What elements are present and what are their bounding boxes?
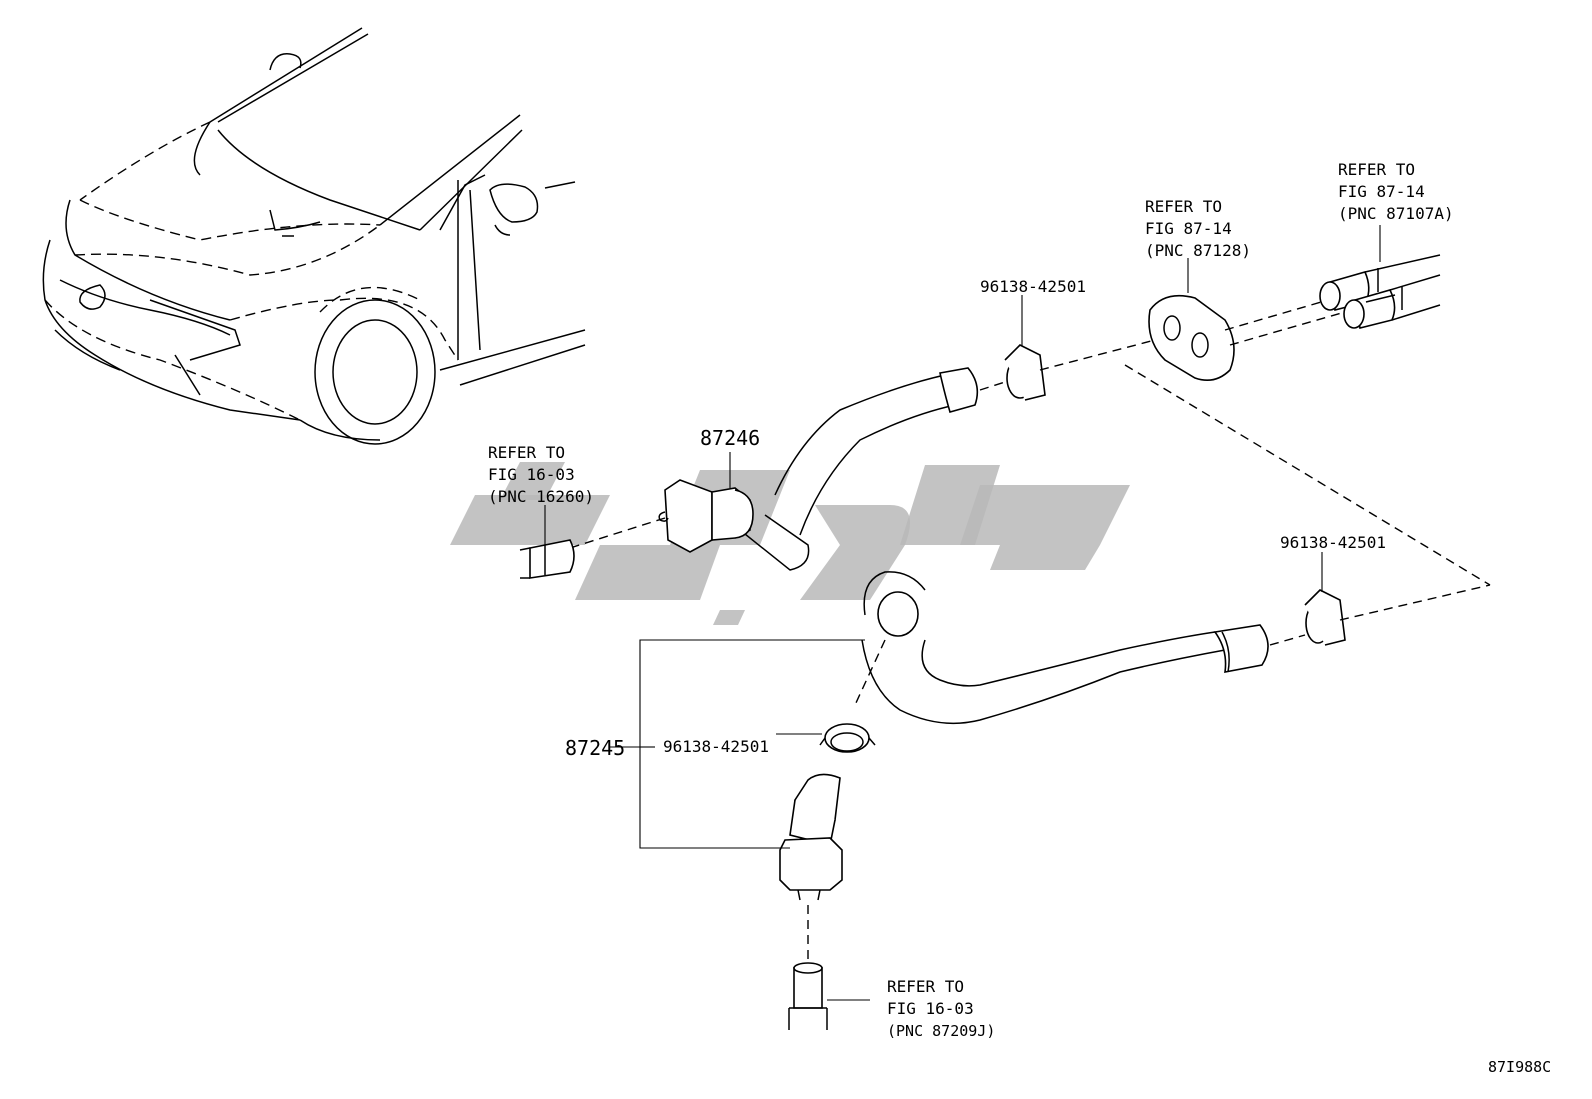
ref-87209J-line2: FIG 16-03 (887, 999, 974, 1018)
part-number-87245: 87245 (565, 736, 625, 760)
clamp-bottom (776, 723, 876, 753)
ref-16260-line1: REFER TO (488, 443, 565, 462)
pipe-stub-16260 (519, 505, 575, 579)
upper-hose (739, 367, 979, 571)
ref-87209J-line1: REFER TO (887, 977, 964, 996)
valve-87246 (569, 479, 754, 553)
ref-87107A-line2: FIG 87-14 (1338, 182, 1425, 201)
watermark-logo (450, 462, 1130, 625)
ref-87209J: REFER TO FIG 16-03 (PNC 87209J) (887, 977, 995, 1040)
ref-87128: REFER TO FIG 87-14 (PNC 87128) (1145, 197, 1251, 260)
pipe-stub-87209J (788, 962, 870, 1030)
ref-87209J-line3: (PNC 87209J) (887, 1022, 995, 1040)
ref-87107A-line3: (PNC 87107A) (1338, 204, 1454, 223)
clamp-top (979, 295, 1156, 401)
pipes-87107A (1319, 225, 1441, 329)
clamp-label-bottom: 96138-42501 (663, 737, 769, 756)
diagram-id: 87I988C (1488, 1058, 1551, 1076)
clamp-right (1269, 552, 1491, 646)
car-illustration (42, 27, 586, 445)
grommet-87128 (1124, 258, 1491, 586)
clamp-label-top: 96138-42501 (980, 277, 1086, 296)
quick-connector (779, 773, 843, 960)
part-number-87246: 87246 (700, 426, 760, 450)
main-hose-87245 (854, 571, 1269, 725)
ref-16260-line3: (PNC 16260) (488, 487, 594, 506)
ref-16260-line2: FIG 16-03 (488, 465, 575, 484)
ref-87128-line3: (PNC 87128) (1145, 241, 1251, 260)
ref-16260: REFER TO FIG 16-03 (PNC 16260) (488, 443, 594, 506)
clamp-label-right: 96138-42501 (1280, 533, 1386, 552)
ref-87128-line1: REFER TO (1145, 197, 1222, 216)
ref-87107A: REFER TO FIG 87-14 (PNC 87107A) (1338, 160, 1454, 223)
bracket-87245 (610, 639, 865, 849)
ref-87128-line2: FIG 87-14 (1145, 219, 1232, 238)
ref-87107A-line1: REFER TO (1338, 160, 1415, 179)
